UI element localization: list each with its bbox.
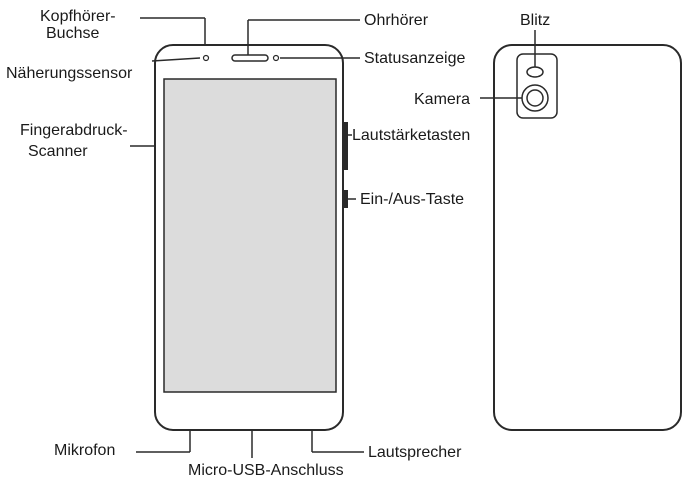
label-microphone: Mikrofon [54,442,115,459]
flash-icon [526,66,544,78]
back-phone-body [493,44,682,431]
label-speaker: Lautsprecher [368,444,462,461]
label-volume-keys: Lautstärketasten [352,127,470,144]
label-headphone-jack-line2: Buchse [46,25,99,42]
leader-proximity-sensor [151,57,201,62]
label-fingerprint-line1: Fingerabdruck- [20,122,128,139]
camera-module [516,53,558,119]
front-screen [163,78,337,393]
status-indicator-dot [272,54,280,62]
phone-front-view [150,38,348,440]
camera-lens-inner [526,89,544,107]
labels: Kopfhörer- Buchse Näherungssensor Finger… [6,8,550,479]
label-earpiece: Ohrhörer [364,12,429,29]
label-flash: Blitz [520,12,550,29]
proximity-sensor-dot [202,54,210,62]
leader-lines [130,17,536,458]
label-headphone-jack-line1: Kopfhörer- [40,8,116,25]
camera-lens-outer [521,84,549,112]
phone-back-view [493,44,682,431]
label-status-indicator: Statusanzeige [364,50,466,67]
label-proximity-sensor: Näherungssensor [6,65,133,82]
label-camera: Kamera [414,91,470,108]
label-fingerprint-line2: Scanner [28,143,88,160]
power-key-mark [343,190,348,208]
label-micro-usb: Micro-USB-Anschluss [188,462,344,479]
earpiece-slot [231,54,269,62]
volume-keys-mark [343,122,348,170]
front-phone-body [154,44,344,431]
label-power-key: Ein-/Aus-Taste [360,191,464,208]
